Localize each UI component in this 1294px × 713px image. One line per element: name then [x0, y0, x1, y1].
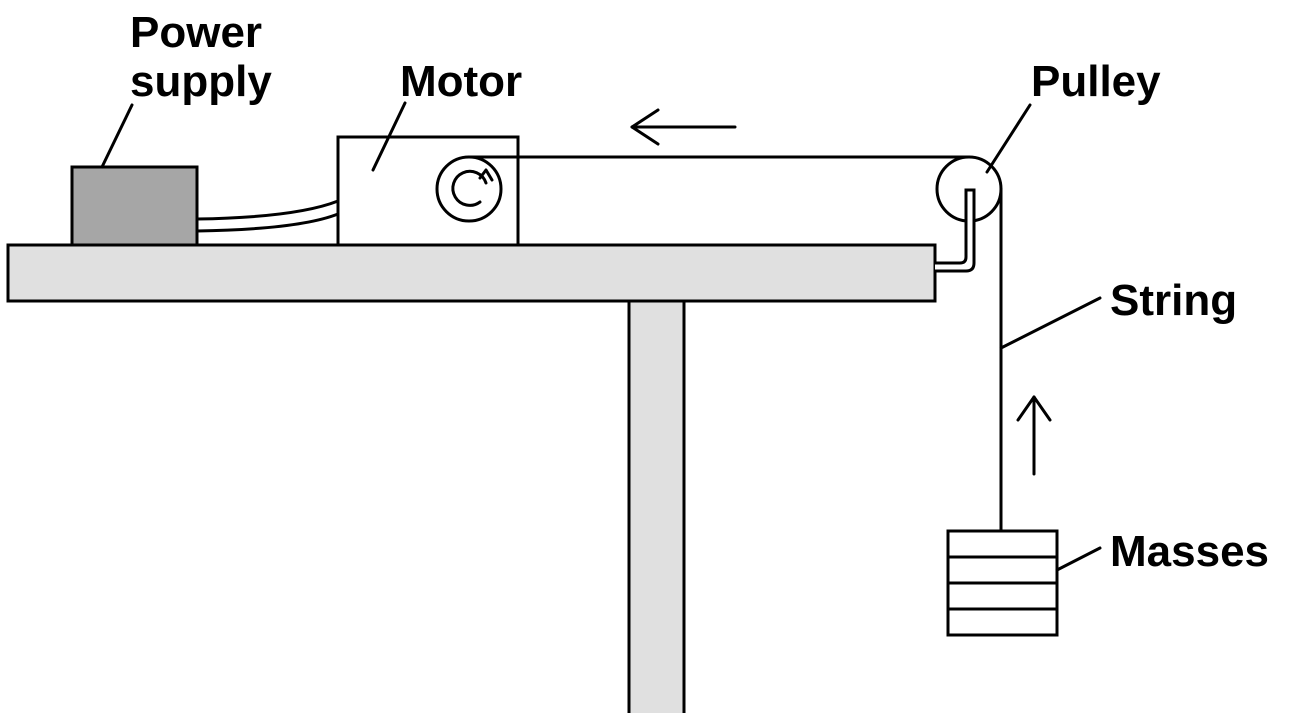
- pulley-leader: [985, 103, 1032, 174]
- table-top: [6, 243, 937, 303]
- power-supply-leader: [100, 103, 134, 169]
- arrow-up-icon: [1016, 395, 1052, 476]
- motor-box: [336, 135, 520, 247]
- power-cable-lower: [195, 212, 340, 233]
- motor-label: Motor: [400, 57, 522, 106]
- pulley-label: Pulley: [1031, 57, 1161, 106]
- masses-label: Masses: [1110, 527, 1269, 576]
- masses-leader: [1055, 546, 1102, 572]
- pulley-clamp: [935, 188, 976, 273]
- power-supply-label-line1: Power: [130, 8, 262, 57]
- string-label: String: [1110, 276, 1237, 325]
- power-cable-upper: [195, 199, 340, 221]
- motor-leader: [371, 101, 407, 172]
- power-supply-label-line2: supply: [130, 57, 272, 106]
- arrow-left-icon: [630, 108, 737, 146]
- power-supply: [70, 165, 199, 247]
- masses-stack: [946, 529, 1059, 637]
- string-leader: [999, 296, 1102, 350]
- table-leg: [627, 299, 686, 713]
